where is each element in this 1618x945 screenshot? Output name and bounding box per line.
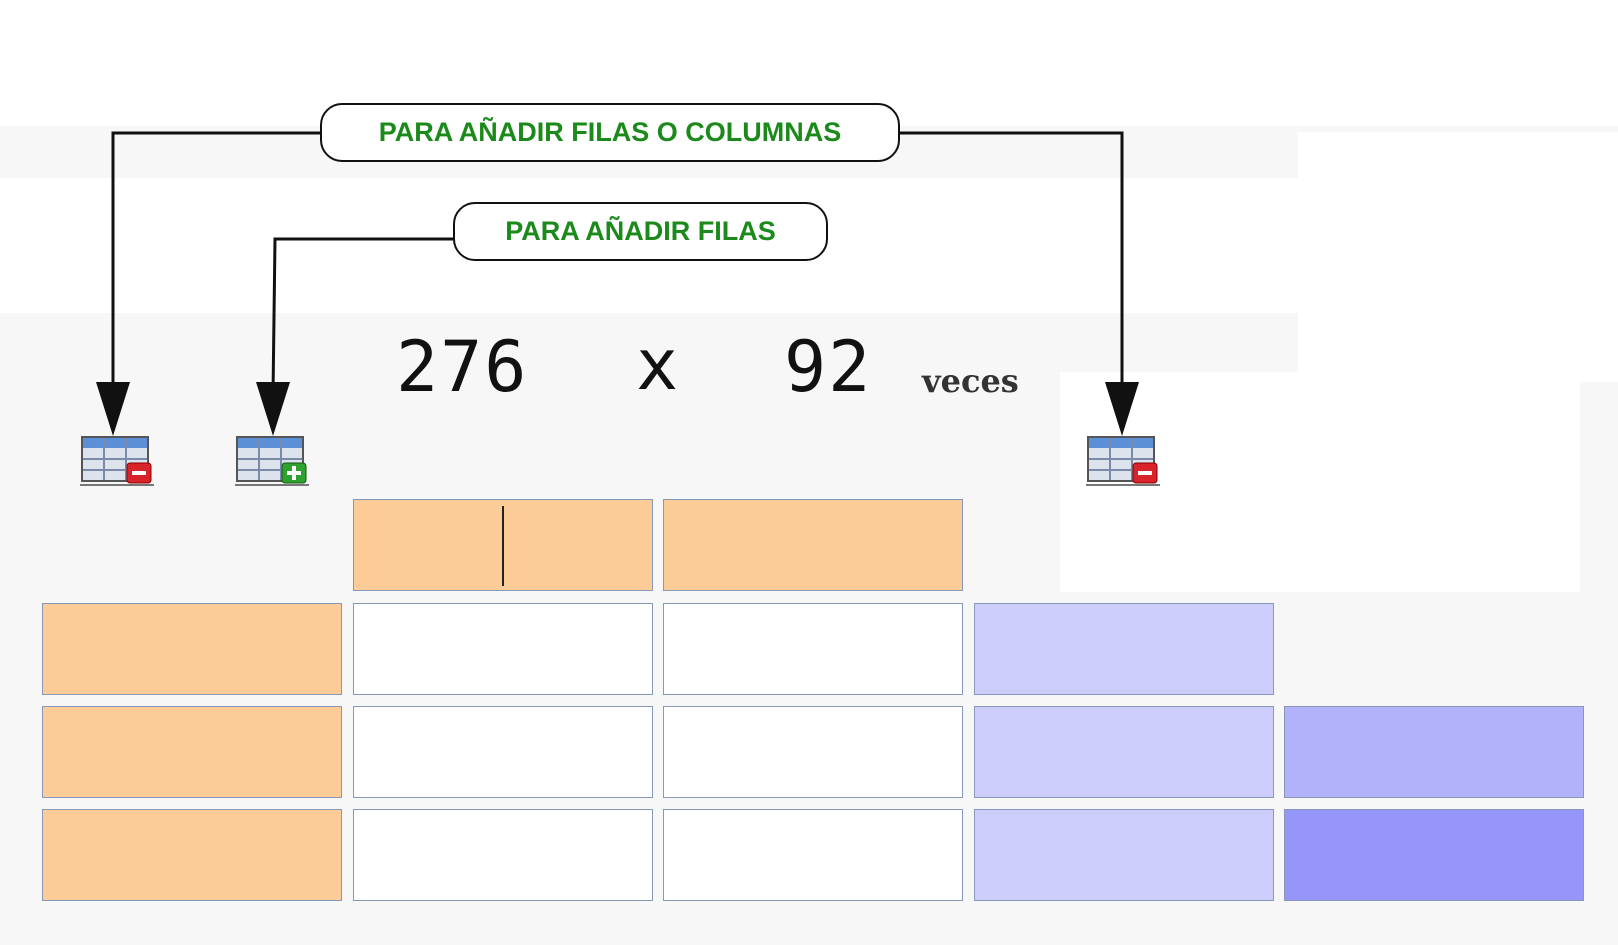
partial-sum-cell[interactable] [974,809,1274,901]
remove-row-column-button[interactable] [1086,435,1160,487]
grid-cell[interactable] [663,706,963,798]
row-label-cell[interactable] [42,809,342,901]
grid-cell[interactable] [663,603,963,695]
header-cell-1[interactable] [353,499,653,591]
factor-1: 276 [396,326,529,408]
total-cell[interactable] [1284,706,1584,798]
veces-label: veces [922,362,1019,400]
factor-2: 92 [784,326,873,408]
table-remove-icon [80,436,154,486]
grid-cell[interactable] [353,706,653,798]
table-remove-icon [1086,436,1160,486]
callout-add-rows: PARA AÑADIR FILAS [453,202,828,261]
result-cell[interactable] [1284,809,1584,901]
partial-sum-cell[interactable] [974,603,1274,695]
table-add-icon [235,436,309,486]
header-cell-2[interactable] [663,499,963,591]
row-label-cell[interactable] [42,706,342,798]
row-label-cell[interactable] [42,603,342,695]
grid-cell[interactable] [353,809,653,901]
grid-cell[interactable] [353,603,653,695]
callout-add-rows-or-columns: PARA AÑADIR FILAS O COLUMNAS [320,103,900,162]
remove-row-column-button[interactable] [80,435,154,487]
grid-cell[interactable] [663,809,963,901]
add-row-button[interactable] [235,435,309,487]
white-patch [1298,132,1618,382]
text-cursor [502,506,504,586]
multiply-operator: x [636,324,679,406]
partial-sum-cell[interactable] [974,706,1274,798]
